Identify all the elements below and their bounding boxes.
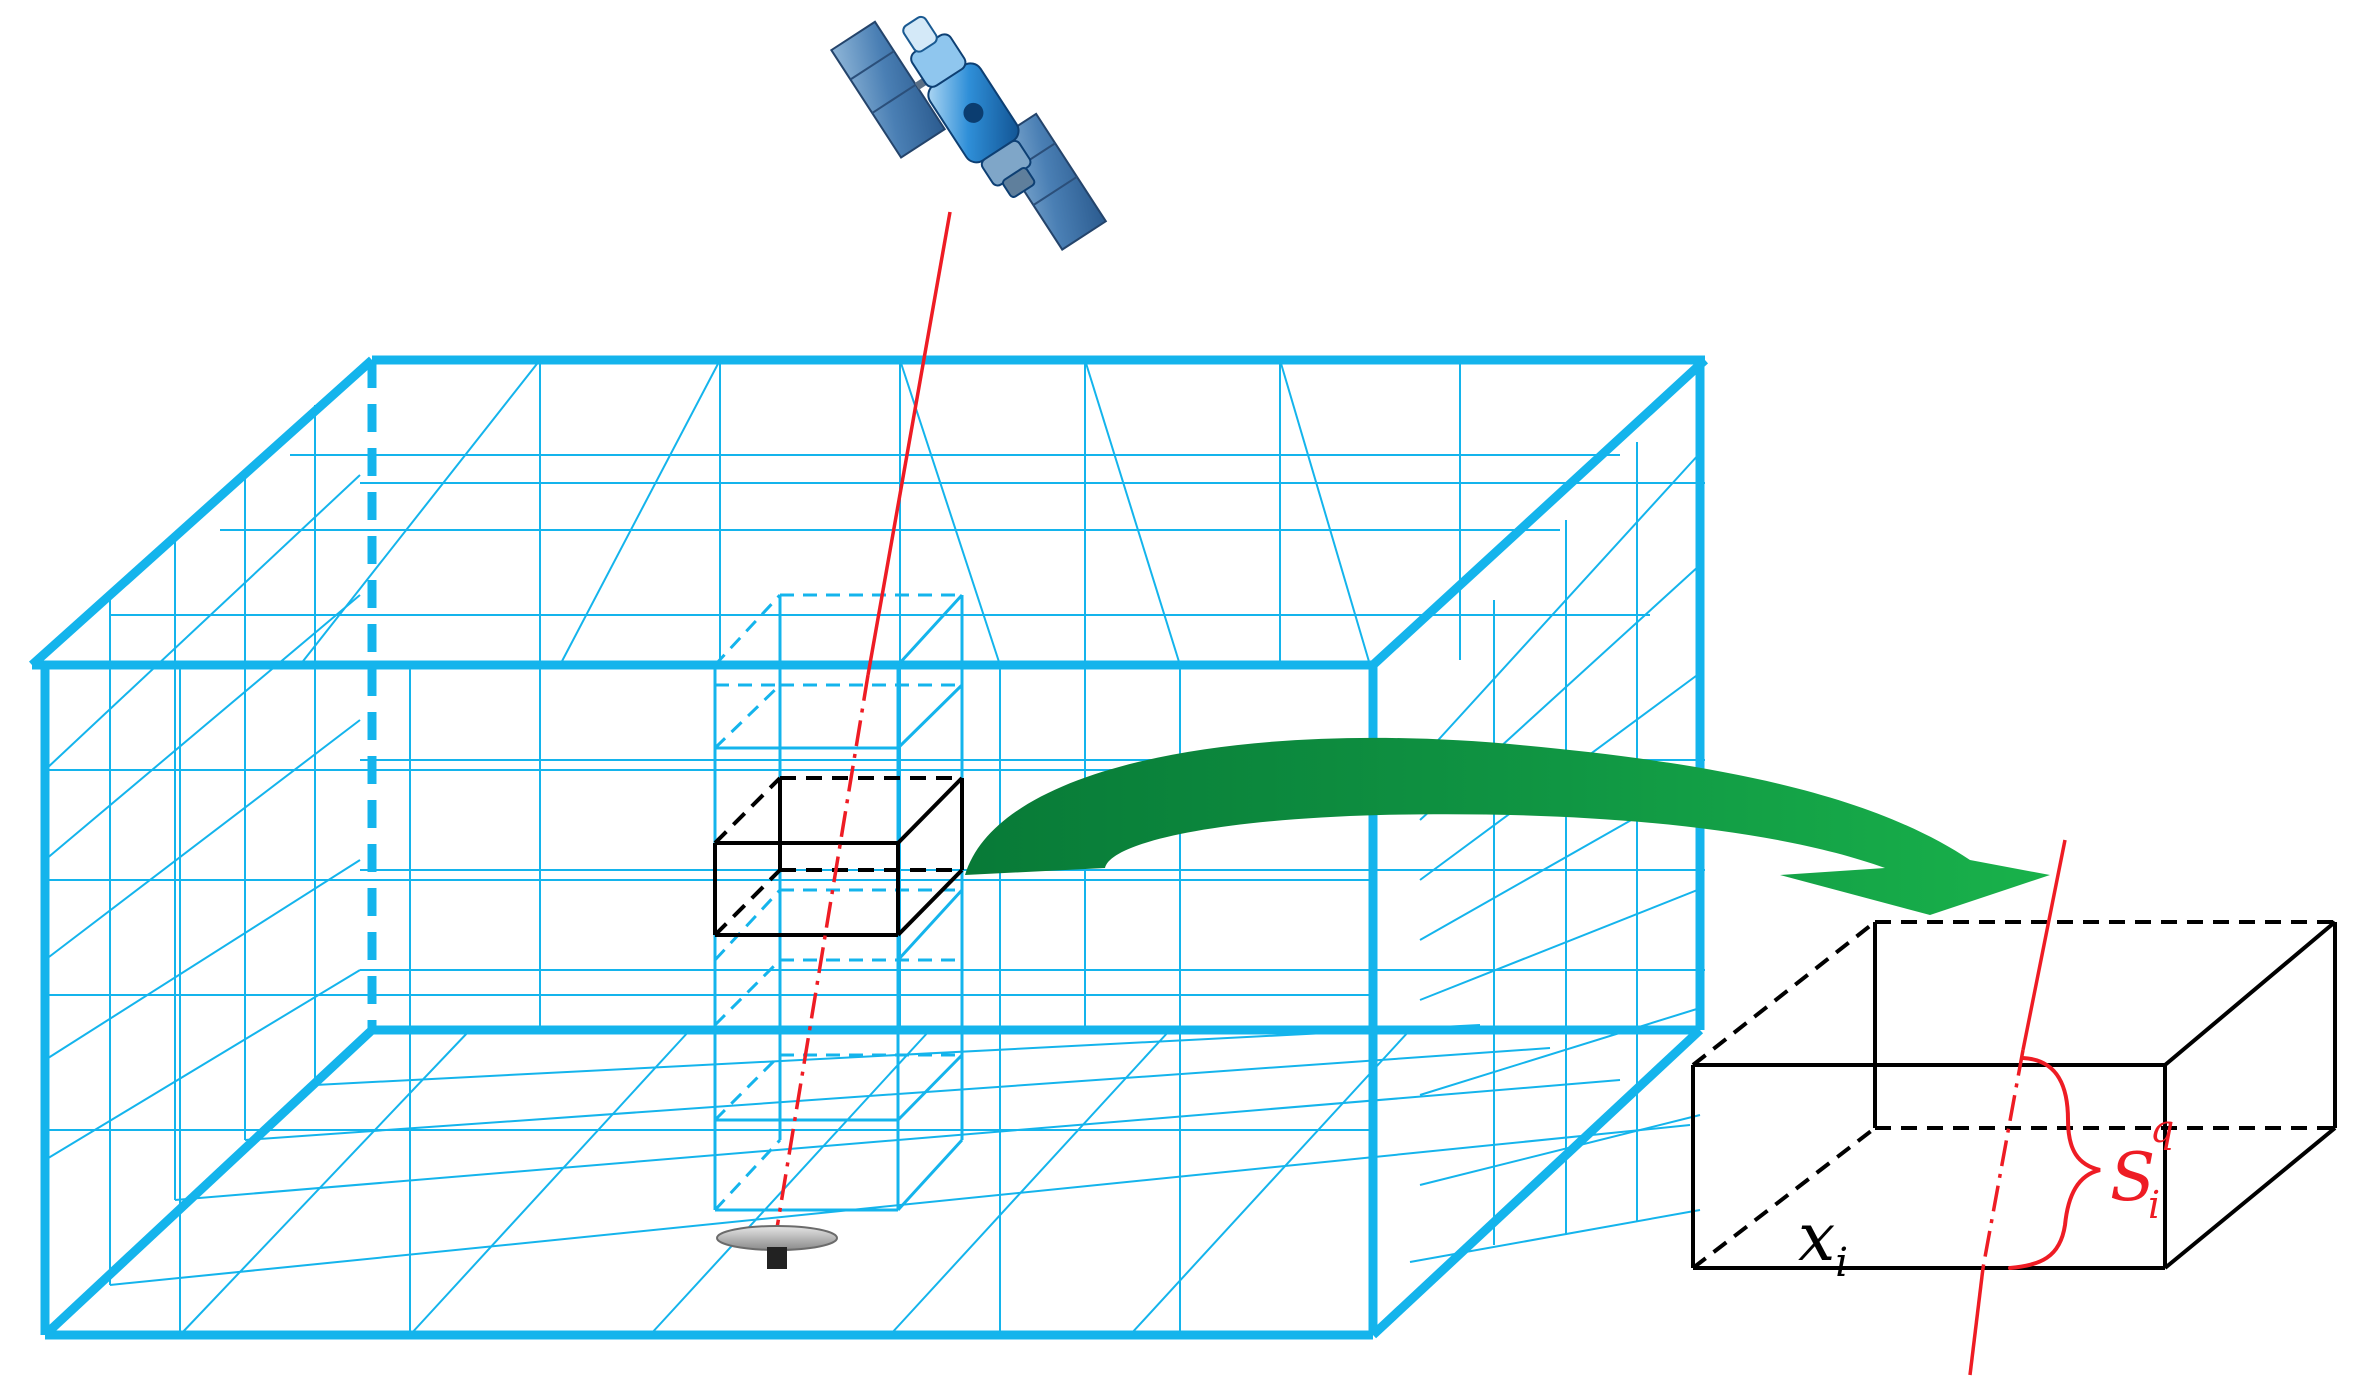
zoomed-voxel bbox=[1691, 920, 2337, 1270]
top-face-gridlines bbox=[110, 359, 1650, 666]
back-wall-gridlines bbox=[360, 360, 1705, 1030]
box-outer-edges bbox=[28, 355, 1709, 1340]
zoom-arrow bbox=[965, 737, 2050, 915]
left-face-gridlines bbox=[44, 405, 361, 1285]
slant-path-superscript: q bbox=[2150, 1107, 2174, 1151]
floor-gridlines bbox=[109, 1024, 1691, 1336]
receiver-antenna-icon bbox=[716, 1225, 838, 1269]
slant-path-subscript: i bbox=[2148, 1183, 2160, 1227]
highlighted-grid-voxel bbox=[713, 776, 964, 937]
satellite-icon bbox=[829, 15, 1108, 251]
zoomed-signal-ray bbox=[1968, 839, 2067, 1376]
signal-ray bbox=[775, 211, 952, 1229]
ray-column-cells bbox=[713, 593, 964, 1212]
voxel-variable-label: xi bbox=[1798, 1199, 1848, 1286]
slant-path-brace bbox=[2008, 1056, 2101, 1270]
slant-path-label: S bbox=[2110, 1139, 2155, 1216]
tomography-grid-box bbox=[28, 355, 1709, 1340]
